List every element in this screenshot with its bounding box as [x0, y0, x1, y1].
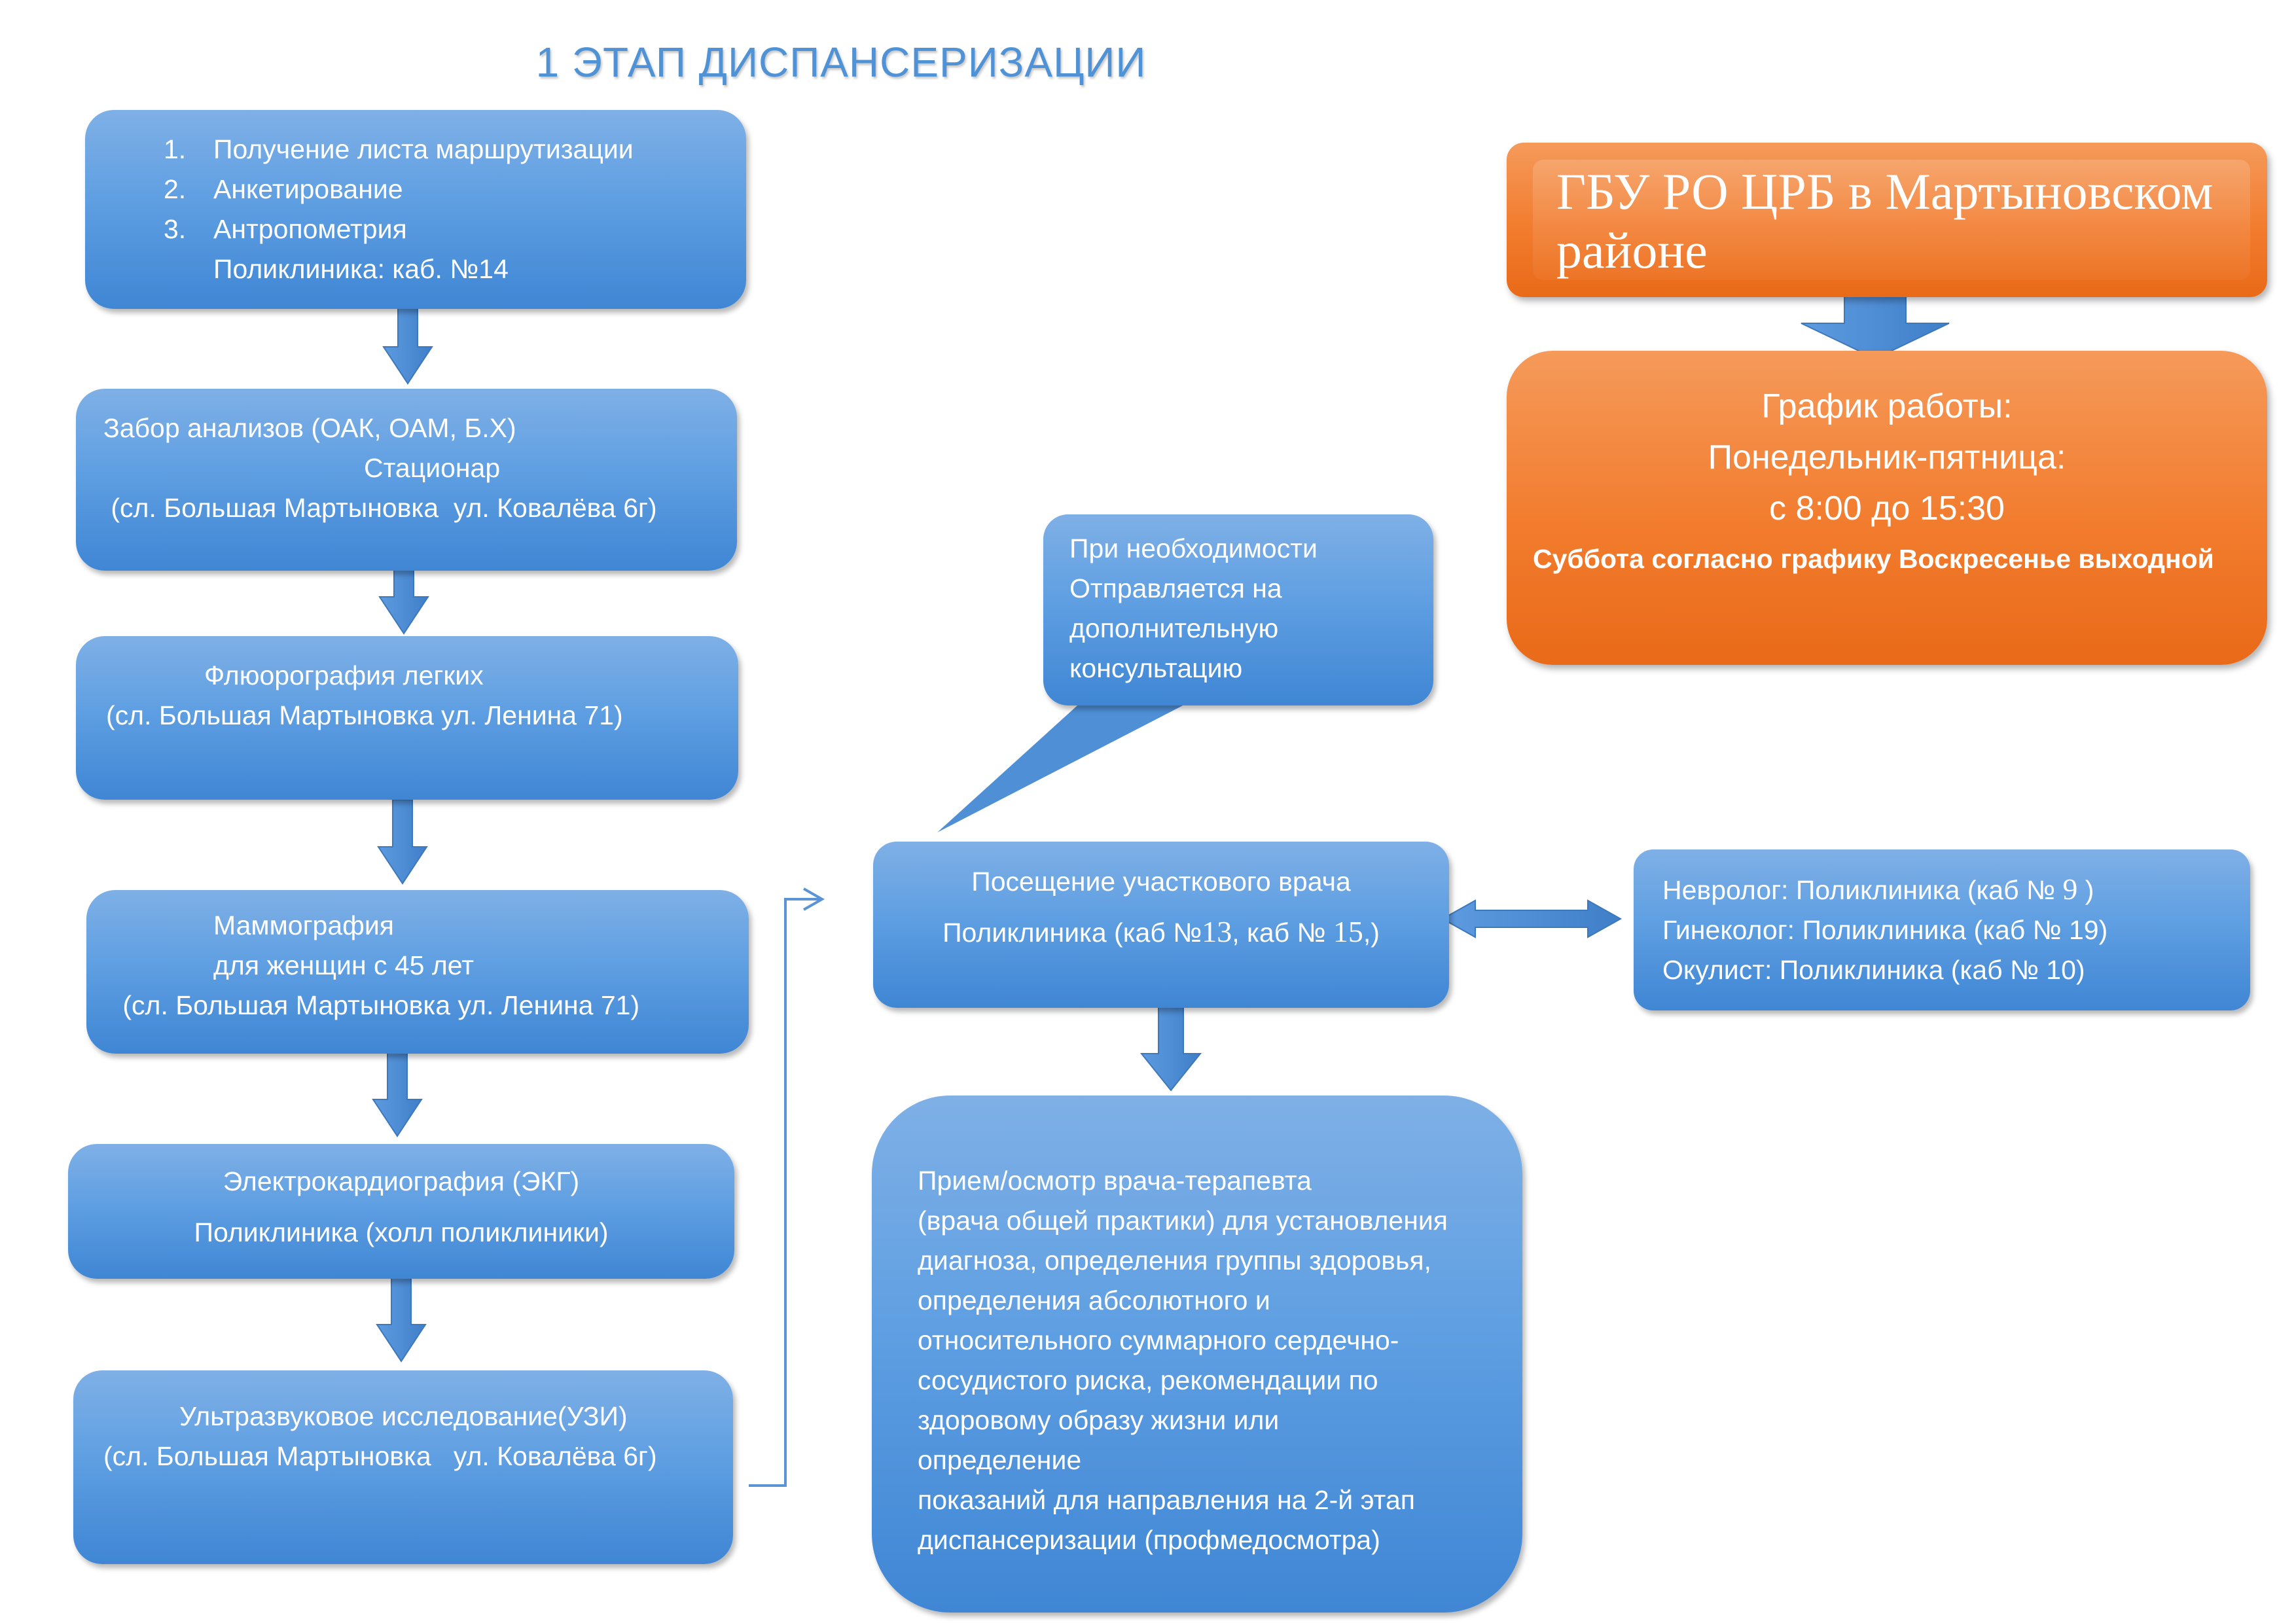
- organization-name-line2: районе: [1556, 222, 1708, 279]
- organization-name-line1: ГБУ РО ЦРБ в Мартыновском: [1556, 163, 2214, 220]
- step-analyses-place: Стационар: [364, 453, 501, 483]
- organization-box: ГБУ РО ЦРБ в Мартыновском районе: [1507, 143, 2267, 297]
- specialists-box: Невролог: Поликлиника (каб № 9 ) Гинекол…: [1634, 849, 2250, 1010]
- arrow-step1-to-step2: [382, 299, 433, 385]
- list-number: 2.: [164, 174, 187, 204]
- step-fluorography-box: Флюорография легких (сл. Большая Мартыно…: [76, 636, 738, 800]
- step-fluorography-title: Флюорография легких: [204, 660, 484, 690]
- step-ultrasound-title: Ультразвуковое исследование(УЗИ): [179, 1401, 628, 1431]
- specialist-neurologist-prefix: Невролог: Поликлиника (каб №: [1662, 875, 2063, 905]
- arrow-step5-to-step6: [376, 1277, 427, 1363]
- schedule-box: График работы: Понедельник-пятница: с 8:…: [1507, 351, 2267, 665]
- step-ultrasound-box: Ультразвуковое исследование(УЗИ) (сл. Бо…: [73, 1370, 733, 1564]
- specialist-neurologist: Невролог: Поликлиника (каб № 9 ): [1662, 869, 2250, 910]
- list-item-routing: Получение листа маршрутизации: [213, 134, 634, 164]
- step-mammography-box: Маммография для женщин с 45 лет (сл. Бол…: [86, 890, 749, 1054]
- therapist-line: (врача общей практики) для установления: [918, 1205, 1448, 1236]
- step-ecg-place: Поликлиника (холл поликлиники): [194, 1217, 609, 1247]
- therapist-line: Прием/осмотр врача-терапевта: [918, 1166, 1312, 1196]
- doctor-visit-room-15: 15: [1333, 915, 1363, 948]
- therapist-line: определение: [918, 1445, 1082, 1475]
- therapist-line: диагноза, определения группы здоровья,: [918, 1245, 1431, 1275]
- organization-inner-panel: [1533, 160, 2250, 280]
- therapist-line: сосудистого риска, рекомендации по: [918, 1365, 1378, 1395]
- specialist-neurologist-room: 9: [2062, 872, 2078, 906]
- callout-consultation: При необходимости Отправляется на дополн…: [1043, 514, 1433, 705]
- callout-line: Отправляется на: [1069, 573, 1282, 603]
- step-routing-note: Поликлиника: каб. №14: [213, 254, 509, 284]
- doctor-visit-rooms: Поликлиника (каб №13, каб № 15,): [873, 902, 1449, 963]
- doctor-visit-rooms-suffix: ,): [1363, 918, 1380, 948]
- step-fluorography-address: (сл. Большая Мартыновка ул. Ленина 71): [106, 700, 623, 730]
- doctor-visit-rooms-mid: , каб №: [1232, 918, 1333, 948]
- callout-line: дополнительную: [1069, 613, 1279, 643]
- step-analyses-address: (сл. Большая Мартыновка ул. Ковалёва 6г): [103, 493, 657, 523]
- list-item-survey: Анкетирование: [213, 174, 403, 204]
- doctor-visit-title: Посещение участкового врача: [971, 866, 1351, 897]
- doctor-visit-rooms-prefix: Поликлиника (каб №: [942, 918, 1202, 948]
- schedule-weekend: Суббота согласно графику Воскресенье вых…: [1533, 544, 2214, 574]
- callout-tail: [937, 694, 1206, 832]
- specialist-neurologist-suffix: ): [2077, 875, 2094, 905]
- therapist-line: определения абсолютного и: [918, 1285, 1270, 1315]
- arrow-doctor-to-therapist: [1139, 1005, 1202, 1092]
- schedule-title: График работы:: [1761, 387, 2013, 425]
- step-ultrasound-address: (сл. Большая Мартыновка ул. Ковалёва 6г): [103, 1441, 657, 1471]
- double-arrow-doctor-specialists: [1441, 899, 1623, 938]
- therapist-line: здоровому образу жизни или: [918, 1405, 1280, 1435]
- doctor-visit-box: Посещение участкового врача Поликлиника …: [873, 842, 1449, 1008]
- arrow-org-to-schedule: [1801, 291, 1950, 360]
- schedule-main: График работы: Понедельник-пятница: с 8:…: [1507, 381, 2267, 534]
- step-mammography-title: Маммография: [213, 910, 394, 940]
- specialist-ophthalmologist: Окулист: Поликлиника (каб № 10): [1662, 955, 2085, 985]
- specialist-gynecologist: Гинеколог: Поликлиника (каб № 19): [1662, 915, 2108, 945]
- arrow-step3-to-step4: [377, 799, 428, 885]
- step-analyses-title: Забор анализов (ОАК, ОАМ, Б.Х): [103, 413, 516, 443]
- step-routing-box: 1. Получение листа маршрутизации 2. Анкети…: [85, 110, 746, 309]
- list-item-anthropometry: Антропометрия: [213, 214, 407, 244]
- list-number: 3.: [164, 214, 187, 244]
- step-ecg-box: Электрокардиография (ЭКГ) Поликлиника (х…: [68, 1144, 734, 1279]
- callout-line: консультацию: [1069, 653, 1243, 683]
- connector-uzi-to-doctor: [749, 887, 825, 1487]
- step-mammography-age: для женщин с 45 лет: [213, 950, 475, 980]
- organization-name: ГБУ РО ЦРБ в Мартыновском районе: [1556, 162, 2263, 280]
- callout-line: При необходимости: [1069, 533, 1318, 563]
- therapist-box: Прием/осмотр врача-терапевта (врача обще…: [872, 1096, 1522, 1613]
- page-title: 1 ЭТАП ДИСПАНСЕРИЗАЦИИ: [535, 39, 1147, 86]
- therapist-line: диспансеризации (профмедосмотра): [918, 1525, 1380, 1555]
- step-mammography-address: (сл. Большая Мартыновка ул. Ленина 71): [115, 990, 640, 1020]
- schedule-hours: с 8:00 до 15:30: [1769, 490, 2005, 527]
- doctor-visit-room-13: 13: [1202, 915, 1232, 948]
- schedule-weekdays: Понедельник-пятница:: [1708, 438, 2066, 476]
- list-number: 1.: [164, 134, 187, 164]
- arrow-step4-to-step5: [372, 1052, 423, 1137]
- step-ecg-title: Электрокардиография (ЭКГ): [223, 1166, 580, 1196]
- step-analyses-box: Забор анализов (ОАК, ОАМ, Б.Х) Стационар…: [76, 389, 737, 571]
- therapist-line: относительного суммарного сердечно-: [918, 1325, 1399, 1355]
- therapist-line: показаний для направления на 2-й этап: [918, 1485, 1415, 1515]
